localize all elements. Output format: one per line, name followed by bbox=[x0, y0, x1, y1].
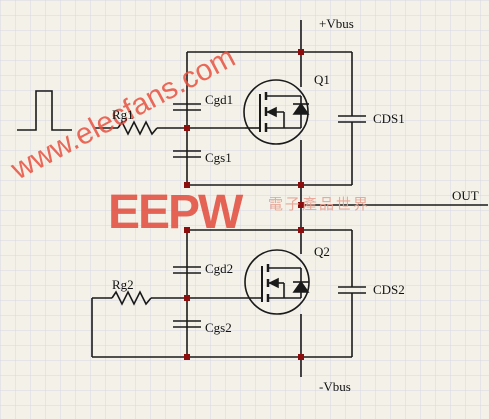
cds1-label: CDS1 bbox=[373, 111, 405, 126]
q1-label: Q1 bbox=[314, 72, 330, 87]
gate-pulse-waveform bbox=[17, 90, 72, 131]
cgd2-label: Cgd2 bbox=[205, 261, 233, 276]
node bbox=[184, 354, 190, 360]
node bbox=[184, 295, 190, 301]
node bbox=[184, 125, 190, 131]
q1-mosfet-body bbox=[243, 79, 309, 145]
node bbox=[298, 182, 304, 188]
out-label: OUT bbox=[452, 188, 479, 203]
vbus-pos-label: +Vbus bbox=[319, 16, 354, 31]
cgs1-label: Cgs1 bbox=[205, 150, 232, 165]
vbus-neg-label: -Vbus bbox=[319, 379, 351, 394]
node bbox=[184, 182, 190, 188]
eepw-logo-watermark: EEPW bbox=[108, 186, 244, 239]
rg2-label: Rg2 bbox=[112, 277, 134, 292]
node bbox=[298, 354, 304, 360]
q2-section bbox=[91, 229, 366, 377]
cgs2-label: Cgs2 bbox=[205, 320, 232, 335]
node bbox=[298, 227, 304, 233]
cds2-label: CDS2 bbox=[373, 282, 405, 297]
node bbox=[298, 202, 304, 208]
junction-nodes bbox=[184, 49, 304, 360]
node bbox=[184, 227, 190, 233]
q1-section bbox=[95, 20, 366, 200]
cgd1-label: Cgd1 bbox=[205, 92, 233, 107]
rg1-resistor bbox=[117, 120, 158, 136]
q2-label: Q2 bbox=[314, 244, 330, 259]
rg2-resistor bbox=[111, 290, 152, 306]
eepw-chinese-watermark: 電子產品世界 bbox=[268, 195, 370, 213]
node bbox=[298, 49, 304, 55]
rg1-label: Rg1 bbox=[112, 107, 134, 122]
